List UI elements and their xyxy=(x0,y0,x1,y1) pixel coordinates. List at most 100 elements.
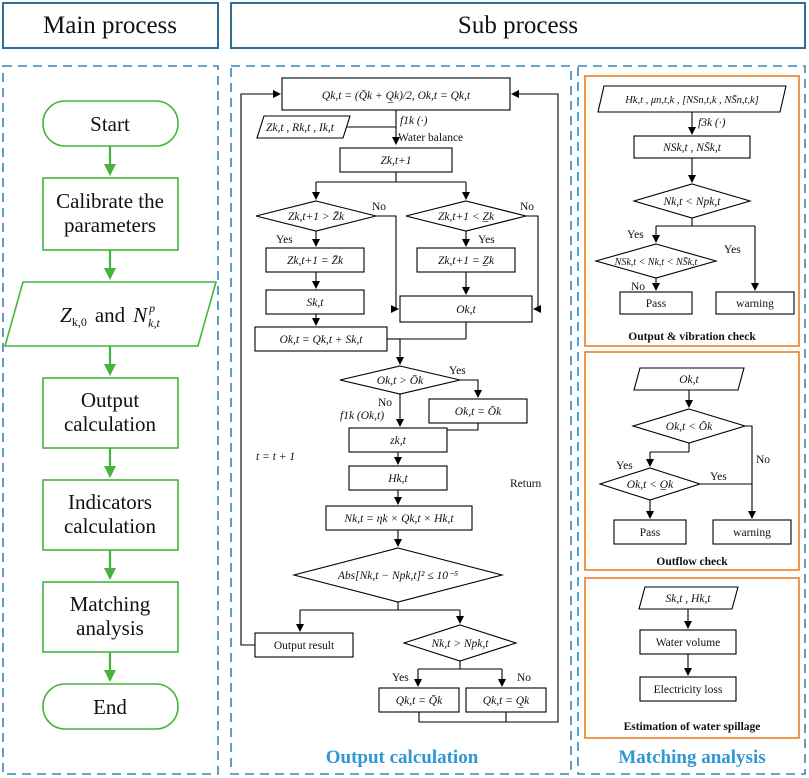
set-upper-box xyxy=(265,247,365,273)
set-lower-box xyxy=(416,247,516,273)
set-o-label: Ok,t = Ōk xyxy=(455,405,502,418)
check1-frame xyxy=(584,75,800,347)
o-box xyxy=(399,295,533,323)
q-lower-box xyxy=(465,687,547,713)
cond-lower-label: Zk,t+1 < Z̲k xyxy=(438,211,495,223)
check2-cond1-label: Ok,t < Ōk xyxy=(666,420,713,433)
set-lower-label: Zk,t+1 = Z̲k xyxy=(438,255,495,267)
input-parallelogram xyxy=(3,281,218,347)
inputs-parallelogram xyxy=(256,115,351,139)
o-label: Ok,t xyxy=(456,304,476,316)
check1-input xyxy=(597,85,787,113)
cond-upper-label: Zk,t+1 > Z̄k xyxy=(288,210,345,223)
h-label: Hk,t xyxy=(387,473,408,485)
cond-n-label: Nk,t > Npk,t xyxy=(431,638,490,650)
sub-panel xyxy=(230,65,572,775)
electricity-box xyxy=(639,676,737,702)
header-sub-box xyxy=(230,2,806,49)
output-calc-box xyxy=(42,377,179,449)
check1-input-label: Hk,t , μn,t,k , [NSn,t,k , NS̄n,t,k] xyxy=(624,94,759,106)
check-output-vibration: Hk,t , μn,t,k , [NSn,t,k , NS̄n,t,k] f3k… xyxy=(584,75,800,347)
check2-warning-label: warning xyxy=(733,527,771,539)
check1-f3k: f3k (·) xyxy=(698,117,726,129)
check2-pass-label: Pass xyxy=(640,527,661,539)
h-box xyxy=(348,465,448,491)
o-eq-label: Ok,t = Qk,t + Sk,t xyxy=(280,334,364,346)
end-terminal xyxy=(42,683,179,730)
yes-label-upper: Yes xyxy=(276,234,293,246)
no-label-o: No xyxy=(378,397,392,409)
check2-input-label: Ok,t xyxy=(679,374,699,386)
set-o-box xyxy=(428,398,528,424)
return-label: Return xyxy=(510,478,542,490)
indicators-label-1: Indicators xyxy=(68,490,152,514)
check1-no: No xyxy=(631,281,645,293)
check2-input xyxy=(633,367,745,391)
check2-warning-box xyxy=(712,519,792,545)
yes-label-lower: Yes xyxy=(478,234,495,246)
s-label: Sk,t xyxy=(307,297,325,309)
water-volume-label: Water volume xyxy=(656,637,721,649)
end-label: End xyxy=(93,695,127,719)
check-water-spillage: Sk,t , Hk,t Water volume Electricity los… xyxy=(584,577,800,739)
output-calc-label-2: calculation xyxy=(64,412,157,436)
check3-input xyxy=(638,586,739,610)
calibrate-label-1: Calibrate the xyxy=(56,189,164,213)
cond-o-label: Ok,t > Ōk xyxy=(377,374,424,387)
start-label: Start xyxy=(90,112,130,136)
output-calc-label-1: Output xyxy=(81,388,140,412)
check1-cond-n-label: Nk,t < Npk,t xyxy=(663,196,722,208)
header-main: Main process xyxy=(43,12,177,39)
header-sub: Sub process xyxy=(458,12,578,39)
z-next-label: Zk,t+1 xyxy=(380,155,411,167)
check1-pass-label: Pass xyxy=(646,298,667,310)
check1-warning-label: warning xyxy=(736,298,774,310)
calibrate-label-2: parameters xyxy=(64,213,156,237)
no-label-lower: No xyxy=(520,201,534,213)
s-box xyxy=(265,289,365,315)
check2-yes-2: Yes xyxy=(710,471,727,483)
check3-frame xyxy=(584,577,800,739)
abs-label: Abs[Nk,t − Npk,t]² ≤ 10⁻⁵ xyxy=(337,570,458,582)
check1-ns-label: NSk,t , NS̄k,t xyxy=(662,141,722,154)
check2-frame xyxy=(584,351,800,571)
matching-panel xyxy=(577,65,806,775)
check2-pass-box xyxy=(613,519,687,545)
water-balance-label: Water balance xyxy=(398,132,463,144)
n-eq-label: Nk,t = ηk × Qk,t × Hk,t xyxy=(343,513,454,525)
check2-no: No xyxy=(756,454,770,466)
init-label: Qk,t = (Q̄k + Q̲k)/2, Ok,t = Qk,t xyxy=(322,89,471,103)
caption-output-calc: Output calculation xyxy=(326,747,479,768)
matching-label-1: Matching xyxy=(70,592,151,616)
zk-label: zk,t xyxy=(389,435,406,447)
calibrate-box xyxy=(42,177,179,251)
electricity-label: Electricity loss xyxy=(654,684,723,696)
output-result-label: Output result xyxy=(274,640,335,652)
f1k-o-label: f1k (Ok,t) xyxy=(340,410,384,422)
header-main-box xyxy=(2,2,219,49)
no-label-n: No xyxy=(517,672,531,684)
set-upper-label: Zk,t+1 = Z̄k xyxy=(287,254,344,267)
q-upper-label: Qk,t = Q̄k xyxy=(396,694,443,707)
check3-input-label: Sk,t , Hk,t xyxy=(665,593,711,605)
n-eq-box xyxy=(325,505,473,531)
q-lower-label: Qk,t = Q̲k xyxy=(483,695,530,708)
check2-yes-1: Yes xyxy=(616,460,633,472)
check1-warning-box xyxy=(715,291,795,315)
check2-cond2-label: Ok,t < O̲k xyxy=(627,479,674,491)
matching-box xyxy=(42,581,179,653)
check-outflow: Ok,t Ok,t < Ōk Yes No Ok,t < O̲k Yes Pas… xyxy=(584,351,800,571)
o-eq-box xyxy=(254,326,388,352)
yes-label-o: Yes xyxy=(449,365,466,377)
check1-title: Output & vibration check xyxy=(628,331,756,343)
check3-title: Estimation of water spillage xyxy=(624,721,761,733)
t-inc-label: t = t + 1 xyxy=(256,451,295,463)
inputs-label: Zk,t , Rk,t , Ik,t xyxy=(266,122,335,134)
zk-box xyxy=(348,427,448,453)
sub-flow: Qk,t = (Q̄k + Q̲k)/2, Ok,t = Qk,t Zk,t ,… xyxy=(240,77,559,768)
indicators-label-2: calculation xyxy=(64,514,157,538)
check1-cond-ns-label: NSk,t < Nk,t < NS̄k,t xyxy=(614,256,698,268)
